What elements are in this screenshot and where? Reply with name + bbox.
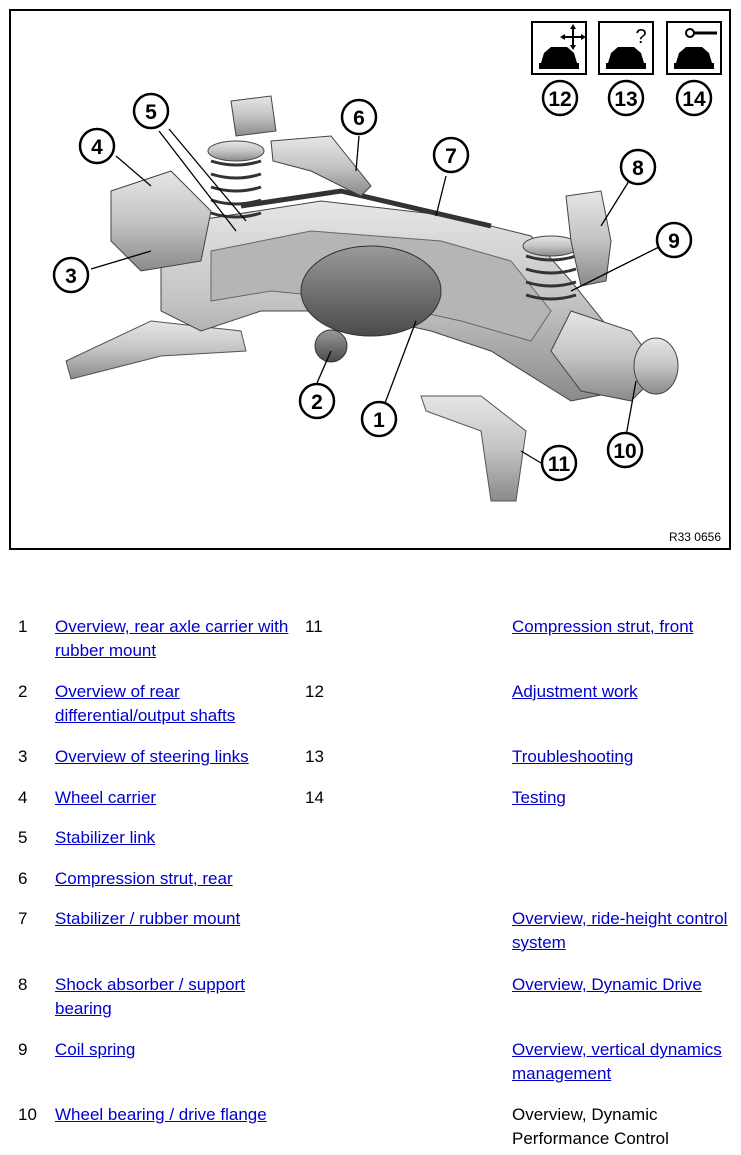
- svg-text:13: 13: [614, 88, 637, 111]
- callout-1: 1: [360, 400, 398, 438]
- callout-11: 11: [540, 444, 578, 482]
- legend-number: 3: [18, 747, 28, 766]
- figure-id: R33 0656: [668, 530, 721, 544]
- text-dynamic-performance-control: Overview, Dynamic Performance Control: [512, 1105, 669, 1148]
- stabilizer-bar: [240, 188, 492, 229]
- svg-text:14: 14: [682, 88, 706, 111]
- link-wheel-bearing[interactable]: Wheel bearing / drive flange: [55, 1105, 267, 1124]
- exploded-diagram: 1 2 3 4 5 6 7 8 9 10 11 12 13 14 ?: [9, 9, 731, 550]
- legend-number: 7: [18, 909, 28, 928]
- wheel-carrier-left: [110, 170, 212, 272]
- link-compression-strut-front[interactable]: Compression strut, front: [512, 617, 694, 636]
- svg-text:3: 3: [65, 265, 77, 288]
- link-rear-axle-carrier[interactable]: Overview, rear axle carrier with rubber …: [55, 617, 289, 660]
- callout-13: 13: [607, 79, 645, 117]
- link-compression-strut-rear[interactable]: Compression strut, rear: [55, 869, 233, 888]
- shock-absorber: [565, 190, 612, 287]
- legend-number: 5: [18, 828, 28, 847]
- legend-number: 12: [305, 682, 324, 701]
- strut-plate-right: [420, 395, 527, 502]
- link-stabilizer-link[interactable]: Stabilizer link: [55, 828, 156, 847]
- legend-number: 14: [305, 788, 324, 807]
- link-wheel-carrier[interactable]: Wheel carrier: [55, 788, 157, 807]
- svg-text:8: 8: [632, 157, 644, 180]
- legend-number: 8: [18, 975, 28, 994]
- callout-12: 12: [541, 79, 579, 117]
- callout-3: 3: [52, 256, 90, 294]
- svg-text:4: 4: [91, 136, 103, 159]
- callout-5: 5: [132, 92, 170, 130]
- callout-7: 7: [432, 136, 470, 174]
- link-troubleshooting[interactable]: Troubleshooting: [512, 747, 634, 766]
- link-steering-links[interactable]: Overview of steering links: [55, 747, 249, 766]
- legend-number: 10: [18, 1105, 37, 1124]
- callout-8: 8: [619, 148, 657, 186]
- legend-number: 2: [18, 682, 28, 701]
- svg-text:9: 9: [668, 230, 680, 253]
- car-move-icon: [531, 21, 587, 75]
- svg-text:1: 1: [373, 409, 385, 432]
- link-adjustment-work[interactable]: Adjustment work: [512, 682, 638, 701]
- car-wrench-icon: [666, 21, 722, 75]
- svg-text:12: 12: [548, 88, 571, 111]
- link-shock-absorber[interactable]: Shock absorber / support bearing: [55, 975, 245, 1018]
- callout-6: 6: [340, 98, 378, 136]
- callout-10: 10: [606, 431, 644, 469]
- rear-axle-illustration: 1 2 3 4 5 6 7 8 9 10 11 12 13 14 ?: [52, 21, 722, 502]
- car-question-icon: ?: [598, 21, 654, 75]
- svg-text:10: 10: [613, 440, 636, 463]
- strut-plate-left: [65, 320, 247, 380]
- legend-number: 6: [18, 869, 28, 888]
- legend-number: 13: [305, 747, 324, 766]
- legend-number: 4: [18, 788, 28, 807]
- legend-number: 11: [305, 617, 323, 636]
- callout-2: 2: [298, 382, 336, 420]
- differential: [300, 245, 442, 337]
- callout-4: 4: [78, 127, 116, 165]
- link-ride-height-control[interactable]: Overview, ride-height control system: [512, 909, 728, 952]
- link-coil-spring[interactable]: Coil spring: [55, 1040, 136, 1059]
- callouts: 1 2 3 4 5 6 7 8 9 10 11 12 13 14: [52, 79, 713, 482]
- svg-text:6: 6: [353, 107, 365, 130]
- link-vertical-dynamics[interactable]: Overview, vertical dynamics management: [512, 1040, 722, 1083]
- svg-text:5: 5: [145, 101, 157, 124]
- link-stabilizer-rubber-mount[interactable]: Stabilizer / rubber mount: [55, 909, 241, 928]
- svg-text:11: 11: [548, 453, 571, 476]
- link-dynamic-drive[interactable]: Overview, Dynamic Drive: [512, 975, 702, 994]
- svg-text:?: ?: [635, 26, 646, 48]
- wheel-carrier-right: [550, 310, 662, 402]
- legend-number: 1: [18, 617, 28, 636]
- callout-14: 14: [675, 79, 713, 117]
- coil-spring-right: [525, 254, 577, 301]
- callout-9: 9: [655, 221, 693, 259]
- svg-text:2: 2: [311, 391, 323, 414]
- link-rear-differential[interactable]: Overview of rear differential/output sha…: [55, 682, 236, 725]
- legend-number: 9: [18, 1040, 28, 1059]
- svg-text:7: 7: [445, 145, 457, 168]
- link-testing[interactable]: Testing: [512, 788, 566, 807]
